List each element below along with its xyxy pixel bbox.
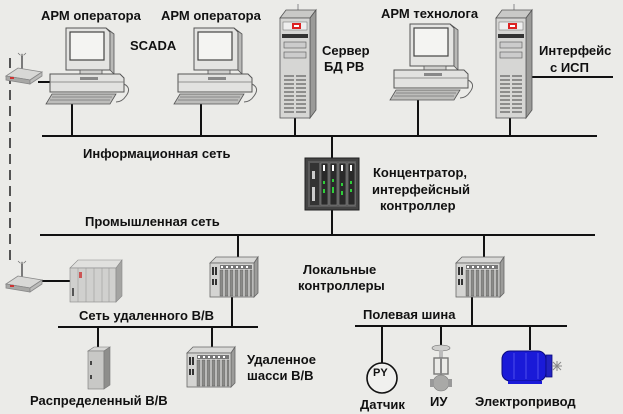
db-server-tower-icon bbox=[279, 4, 317, 120]
sensor-label: Датчик bbox=[360, 397, 405, 412]
distributed-io-label: Распределенный В/В bbox=[30, 393, 168, 408]
technologist-ws-label: АРМ технолога bbox=[381, 6, 479, 21]
operator-ws-1-label: АРМ оператора bbox=[41, 8, 141, 23]
interface-label-line1: Интерфейс bbox=[539, 43, 612, 58]
distributed-io-icon bbox=[87, 346, 111, 390]
workstation-icon-operator-2 bbox=[173, 27, 258, 105]
local-controllers-label-line2: контроллеры bbox=[298, 278, 385, 293]
wireless-router-icon-bottom bbox=[4, 260, 44, 293]
remote-io-network-label: Сеть удаленного В/В bbox=[79, 308, 214, 323]
local-controller-icon-1 bbox=[209, 255, 259, 298]
information-network-label: Информационная сеть bbox=[83, 146, 231, 161]
sensor-symbol: PY bbox=[373, 367, 388, 379]
electric-motor-icon bbox=[501, 350, 562, 384]
actuator-label: ИУ bbox=[430, 394, 448, 409]
fieldbus-label: Полевая шина bbox=[363, 307, 456, 322]
workstation-icon-operator-1 bbox=[45, 27, 130, 105]
hub-label-line2: интерфейсный bbox=[372, 182, 470, 197]
remote-io-chassis-icon bbox=[186, 345, 236, 388]
operator-ws-2-label: АРМ оператора bbox=[161, 8, 261, 23]
remote-chassis-label-line1: Удаленное bbox=[247, 352, 316, 367]
hub-label-line1: Концентратор, bbox=[373, 165, 468, 180]
electric-drive-label: Электропривод bbox=[475, 394, 576, 409]
industrial-network-label: Промышленная сеть bbox=[85, 214, 220, 229]
remote-chassis-label-line2: шасси В/В bbox=[247, 368, 314, 383]
interface-server-tower-icon bbox=[495, 4, 533, 120]
wireless-router-icon-top bbox=[4, 52, 44, 85]
local-controllers-label-line1: Локальные bbox=[303, 262, 377, 277]
hub-label-line3: контроллер bbox=[380, 198, 456, 213]
interface-label-line2: с ИСП bbox=[550, 60, 589, 75]
local-controller-icon-2 bbox=[455, 255, 505, 298]
db-server-label-line1: Сервер bbox=[322, 43, 370, 58]
workstation-icon-technologist bbox=[389, 23, 474, 101]
remote-plc-modules-icon bbox=[69, 259, 123, 303]
db-server-label-line2: БД РВ bbox=[324, 59, 365, 74]
valve-actuator-icon bbox=[430, 344, 452, 392]
hub-controller-icon bbox=[304, 157, 360, 211]
scada-label: SCADA bbox=[130, 38, 177, 53]
sensor-icon bbox=[366, 362, 398, 394]
